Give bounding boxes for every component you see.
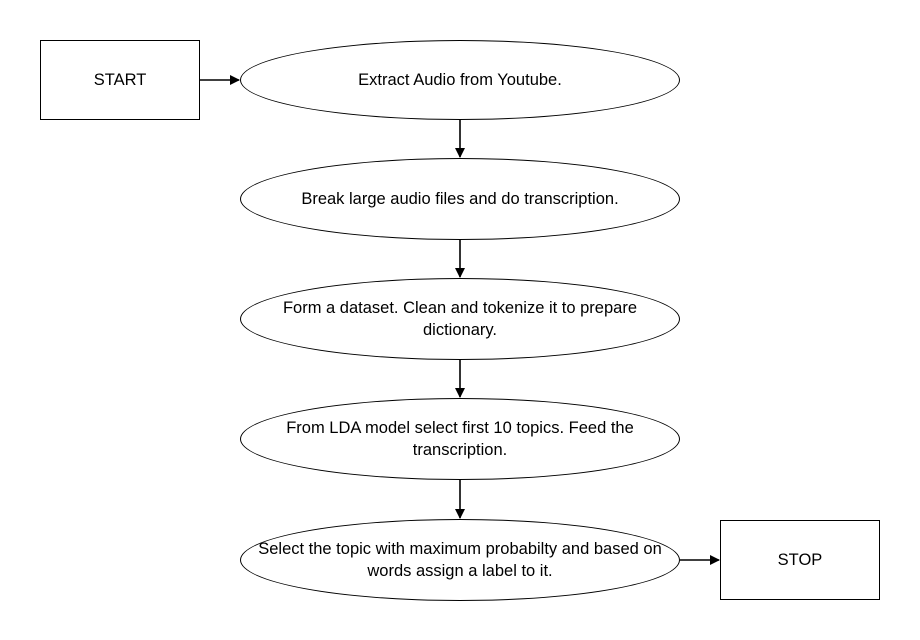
step-4-node: From LDA model select first 10 topics. F… [240, 398, 680, 480]
stop-label: STOP [777, 551, 823, 569]
step-4-label: From LDA model select first 10 topics. F… [286, 419, 634, 459]
step-5-label: Select the topic with maximum probabilty… [258, 540, 662, 580]
stop-node: STOP [720, 520, 880, 600]
step-1-label: Extract Audio from Youtube. [358, 71, 562, 89]
step-2-label: Break large audio files and do transcrip… [301, 190, 619, 208]
step-5-node: Select the topic with maximum probabilty… [240, 519, 680, 601]
start-node: START [40, 40, 200, 120]
step-1-node: Extract Audio from Youtube. [240, 40, 680, 120]
start-label: START [93, 71, 147, 89]
step-3-node: Form a dataset. Clean and tokenize it to… [240, 278, 680, 360]
step-3-label: Form a dataset. Clean and tokenize it to… [282, 299, 638, 339]
step-2-node: Break large audio files and do transcrip… [240, 158, 680, 240]
